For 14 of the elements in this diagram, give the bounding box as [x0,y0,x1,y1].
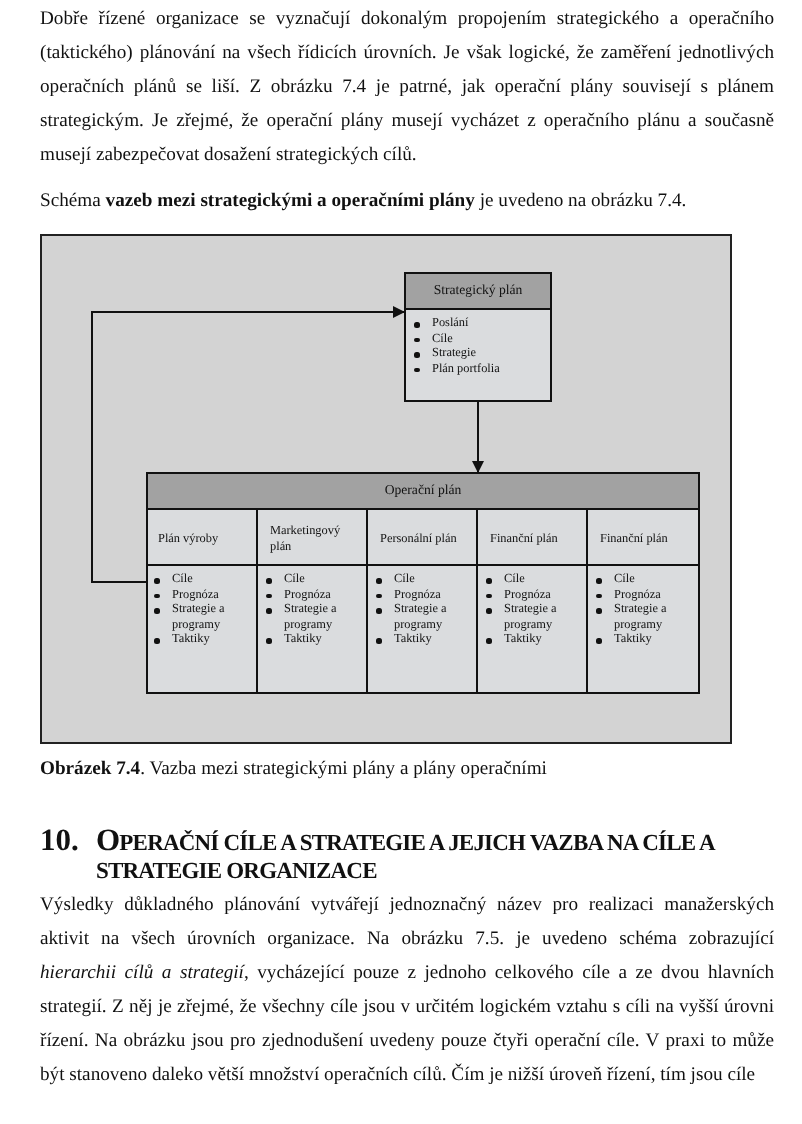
body-paragraph: Výsledky důkladného plánování vytvářejí jednoznačný název pro realizaci manažerských aktivit na všech úrovních organizace. Na obrázku 7.5. je uvedeno schéma zobrazující hierarchii cílů a strategií, vycházející pouze z jednoho celkového cíle a ze dvou hlavních strategií. Z něj je zřejmé, že všechny cíle jsou v určitém logickém vztahu s cíli na vyšší úrovni řízení. Na obrázku jsou pro zjednodušení uvedeny pouze čtyři operační cíle. V praxi to může být stanoveno daleko větší množství operačních cílů. Čím je nižší úroveň řízení, tím jsou cíle [40,892,774,1090]
body-paragraph: Dobře řízené organizace se vyznačují dokonalým propojením strategického a operačního (taktického) plánování na všech řídicích úrovních. Je však logické, že zaměření jednotlivých operačních plánů se liší. Z obrázku 7.4 je patrné, jak operační plány souvisejí s plánem strategickým. Je zřejmé, že operační plány musejí vycházet z operačního plánu a současně musejí zabezpečovat dosažení strategických cílů. [40,6,774,170]
figure-caption: Obrázek 7.4. Vazba mezi strategickými plány a plány operačními [40,756,549,784]
arrow [472,401,484,473]
plan-table [146,472,700,694]
plan-column [256,510,368,694]
section-heading: OPERAČNÍ CÍLE A STRATEGIE A JEJICH VAZBA NA CÍLE A STRATEGIE ORGANIZACE [96,828,717,886]
body-paragraph: Schéma vazeb mezi strategickými a operačními plány je uvedeno na obrázku 7.4. [40,188,689,216]
plan-column [586,510,700,694]
arrow [91,306,405,583]
plan-column [366,510,478,694]
section-number: 10. [40,824,81,860]
plan-box [404,272,552,402]
plan-column [476,510,588,694]
